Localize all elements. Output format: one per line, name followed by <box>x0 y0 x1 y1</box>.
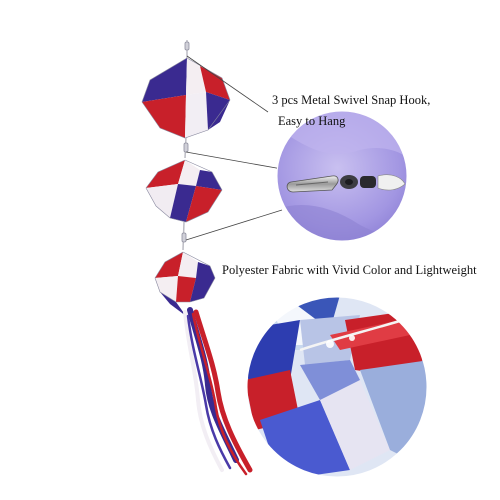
callout-lines <box>185 55 283 241</box>
spinner-middle <box>145 159 223 223</box>
spinner-bottom <box>154 251 216 316</box>
swivel-caption-line2: Easy to Hang <box>278 114 346 128</box>
swivel-caption-line1: 3 pcs Metal Swivel Snap Hook, <box>272 93 431 107</box>
swivel-hooks <box>181 41 190 243</box>
fabric-detail-circle <box>247 297 427 477</box>
spinner-top <box>141 57 231 139</box>
snap-hook-detail-circle <box>277 111 407 241</box>
fabric-caption: Polyester Fabric with Vivid Color and Li… <box>222 263 477 277</box>
tail-streamers <box>183 307 253 476</box>
snap-hook-icon <box>286 174 406 193</box>
